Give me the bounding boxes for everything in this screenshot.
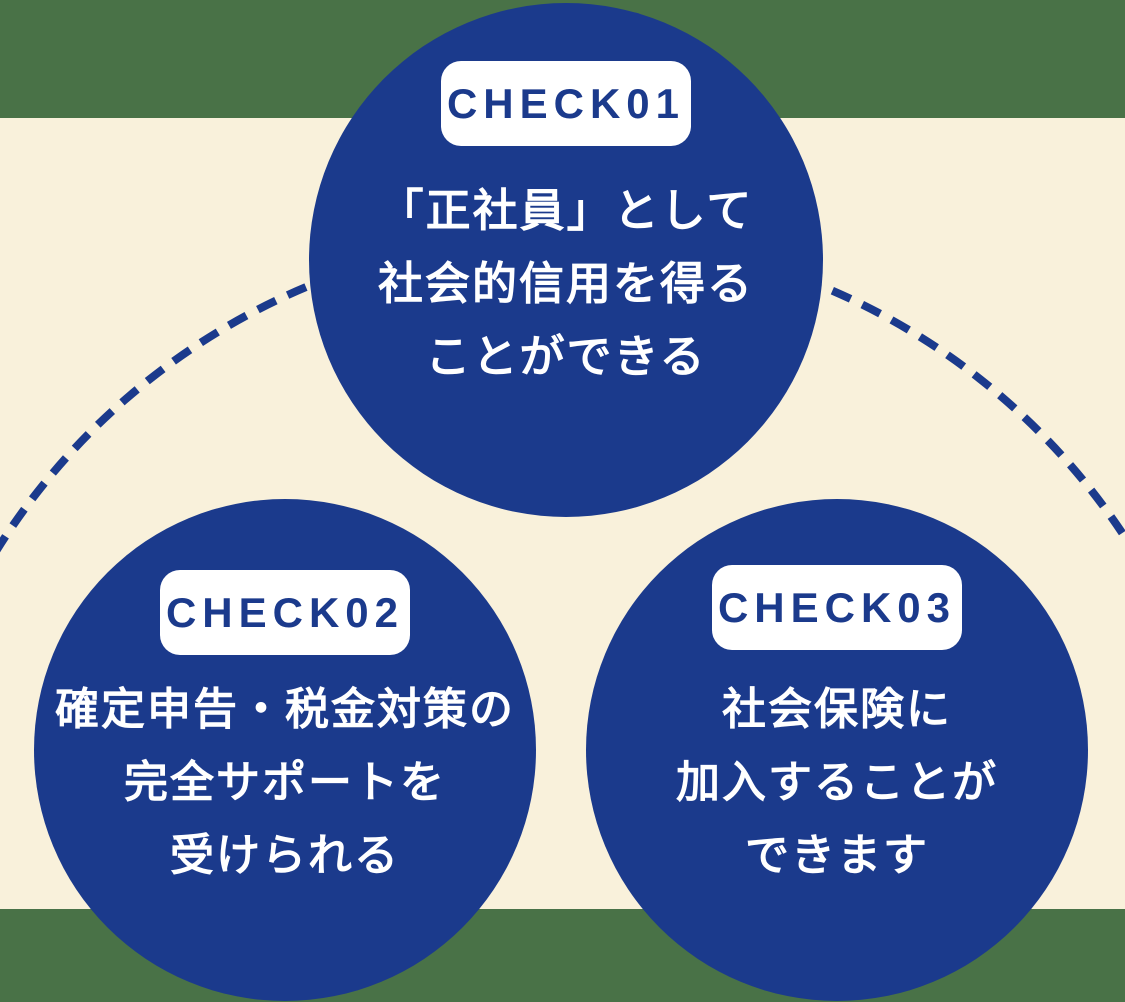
check-01-badge: CHECK01	[441, 61, 691, 146]
check-01-text-line-1: 「正社員」として	[378, 184, 754, 237]
check-02-text-line-3: 受けられる	[170, 830, 400, 881]
check-01-badge-label: CHECK01	[446, 79, 686, 127]
check-03-badge-label: CHECK03	[717, 583, 957, 631]
check-03-text-line-1: 社会保険に	[722, 684, 952, 735]
check-03-content: CHECK03 社会保険に 加入することが できます	[577, 565, 1097, 892]
check-03-badge: CHECK03	[712, 565, 962, 650]
check-02-text-line-1: 確定申告・税金対策の	[55, 684, 515, 735]
check-01-content: CHECK01 「正社員」として 社会的信用を得る ことができる	[306, 61, 826, 393]
check-01-text-line-2: 社会的信用を得る	[377, 257, 754, 310]
check-03-circle	[586, 499, 1088, 1001]
check-02-content: CHECK02 確定申告・税金対策の 完全サポートを 受けられる	[25, 570, 545, 892]
check-01-circle	[309, 3, 823, 517]
check-02-text-line-2: 完全サポートを	[124, 757, 446, 808]
check-03-text-line-3: できます	[745, 830, 929, 881]
check-02-badge: CHECK02	[160, 570, 410, 655]
check-02-circle	[34, 499, 536, 1001]
check-01-text-line-3: ことができる	[425, 330, 707, 383]
check-02-badge-label: CHECK02	[165, 588, 405, 636]
check-03-text-line-2: 加入することが	[676, 757, 998, 808]
